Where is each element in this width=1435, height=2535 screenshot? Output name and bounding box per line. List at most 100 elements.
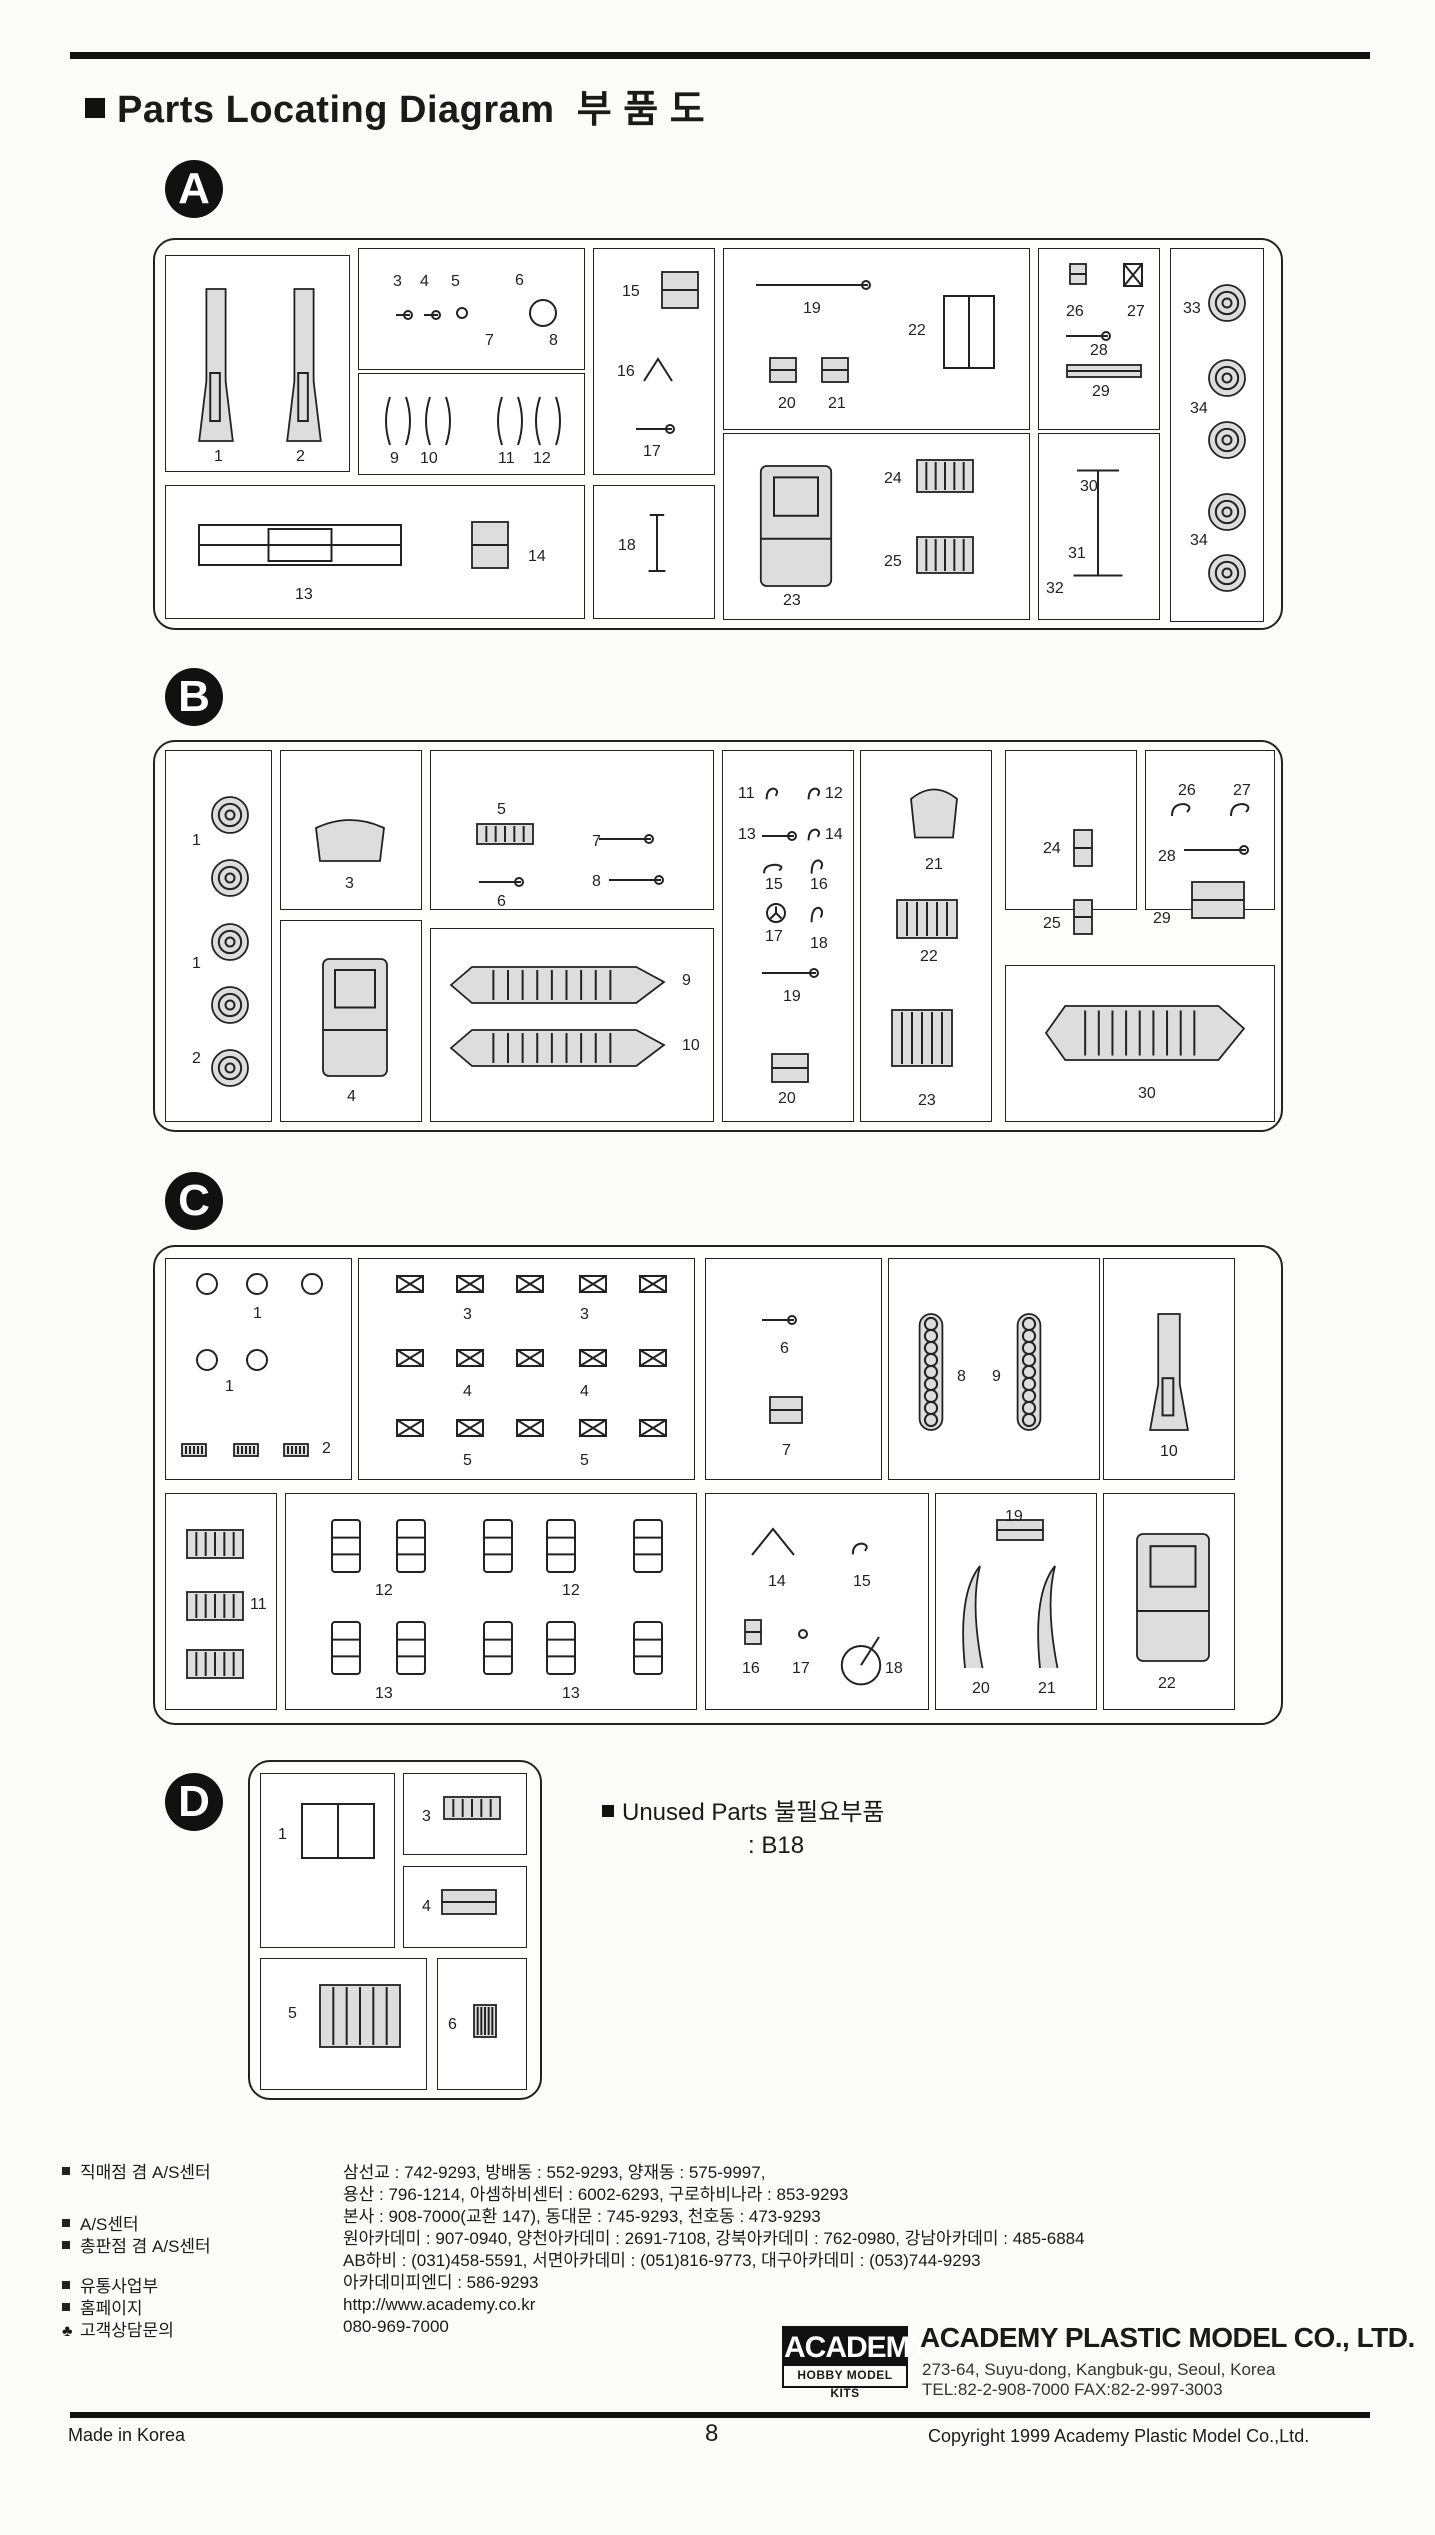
part-number: 13 [562, 1685, 580, 1702]
part-number: 4 [580, 1383, 589, 1400]
part-drawing [744, 1619, 762, 1645]
cell-c-accessories [705, 1493, 929, 1710]
company-tel-fax: TEL:82-2-908-7000 FAX:82-2-997-3003 [922, 2380, 1223, 2399]
part-number: 2 [192, 1050, 201, 1067]
part-drawing [896, 899, 958, 939]
info-line: 아카데미피엔디 : 586-9293 [343, 2273, 539, 2292]
part-number: 19 [1005, 1508, 1023, 1525]
part-number: 4 [347, 1088, 356, 1105]
part-drawing [1208, 421, 1246, 459]
square-bullet-icon [85, 98, 105, 118]
part-drawing [918, 1313, 944, 1431]
part-number: 33 [1183, 300, 1201, 317]
service-labels: 직매점 겸 A/S센터 A/S센터 총판점 겸 A/S센터 유통사업부 홈페이지… [62, 2162, 342, 2343]
part-drawing [198, 524, 402, 566]
part-number: 24 [1043, 840, 1061, 857]
part-drawing [759, 465, 833, 587]
label-as-center: A/S센터 [62, 2214, 342, 2236]
label-distribution-dept: 유통사업부 [62, 2276, 342, 2298]
part-drawing [301, 1803, 375, 1859]
part-number: 28 [1090, 342, 1108, 359]
part-drawing [1066, 331, 1111, 341]
part-drawing [1037, 1565, 1059, 1669]
part-number: 1 [214, 448, 223, 465]
cell-b-seat [280, 750, 422, 910]
part-number: 7 [592, 833, 601, 850]
part-drawing [529, 299, 557, 327]
part-drawing [476, 823, 534, 845]
sprue-d-badge: D [165, 1773, 223, 1831]
part-number: 18 [618, 537, 636, 554]
part-number: 13 [738, 826, 756, 843]
cell-b-tools [430, 750, 714, 910]
part-drawing [751, 1527, 795, 1556]
part-number: 5 [451, 273, 460, 290]
part-drawing [1208, 554, 1246, 592]
part-number: 26 [1178, 782, 1196, 799]
part-number: 6 [497, 893, 506, 910]
part-number: 19 [803, 300, 821, 317]
part-number: 22 [908, 322, 926, 339]
part-number: 13 [375, 1685, 393, 1702]
part-drawing [233, 1443, 259, 1457]
part-drawing [579, 1419, 607, 1437]
part-number: 4 [420, 273, 429, 290]
sprue-b-badge: B [165, 668, 223, 726]
square-bullet-icon [602, 1805, 614, 1817]
part-drawing [771, 1053, 809, 1083]
part-drawing [798, 1629, 808, 1639]
part-number: 9 [682, 972, 691, 989]
page-number: 8 [705, 2420, 719, 2447]
part-number: 31 [1068, 545, 1086, 562]
part-drawing [1044, 1005, 1246, 1061]
part-number: 13 [295, 586, 313, 603]
part-number: 16 [742, 1660, 760, 1677]
part-number: 26 [1066, 303, 1084, 320]
part-number: 3 [580, 1306, 589, 1323]
part-drawing [769, 1396, 803, 1424]
part-drawing [449, 1029, 666, 1067]
part-drawing [283, 1443, 309, 1457]
part-drawing [769, 357, 797, 383]
part-number: 7 [782, 1442, 791, 1459]
part-number: 16 [617, 363, 635, 380]
bottom-rule [70, 2412, 1370, 2418]
part-number: 3 [422, 1808, 431, 1825]
part-number: 8 [957, 1368, 966, 1385]
part-drawing [661, 271, 699, 309]
part-drawing [762, 1315, 797, 1325]
part-number: 15 [765, 876, 783, 893]
part-number: 1 [192, 955, 201, 972]
part-number: 14 [768, 1573, 786, 1590]
cell-c-jerry [705, 1258, 882, 1480]
part-number: 2 [322, 1440, 331, 1457]
part-drawing [471, 521, 509, 569]
part-drawing [1230, 802, 1250, 817]
part-number: 29 [1092, 383, 1110, 400]
cell-a-bits [1038, 248, 1160, 430]
part-drawing [943, 295, 995, 369]
part-number: 12 [825, 785, 843, 802]
part-drawing [246, 1273, 268, 1295]
part-drawing [396, 1621, 426, 1675]
part-drawing [1208, 493, 1246, 531]
part-number: 4 [463, 1383, 472, 1400]
part-number: 22 [1158, 1675, 1176, 1692]
part-drawing [1208, 359, 1246, 397]
part-drawing [1136, 1533, 1210, 1662]
cell-b-plates [1005, 750, 1137, 910]
part-drawing [1066, 364, 1142, 378]
part-drawing [1123, 263, 1143, 287]
part-number: 20 [972, 1680, 990, 1697]
part-drawing [762, 831, 797, 841]
part-drawing [633, 1621, 663, 1675]
part-drawing [396, 1275, 424, 1293]
part-drawing [535, 396, 561, 446]
part-drawing [449, 966, 666, 1004]
part-number: 25 [884, 553, 902, 570]
part-number: 3 [463, 1306, 472, 1323]
label-homepage: 홈페이지 [62, 2298, 342, 2320]
part-number: 21 [828, 395, 846, 412]
homepage-link[interactable]: http://www.academy.co.kr [343, 2295, 536, 2314]
part-number: 30 [1080, 478, 1098, 495]
